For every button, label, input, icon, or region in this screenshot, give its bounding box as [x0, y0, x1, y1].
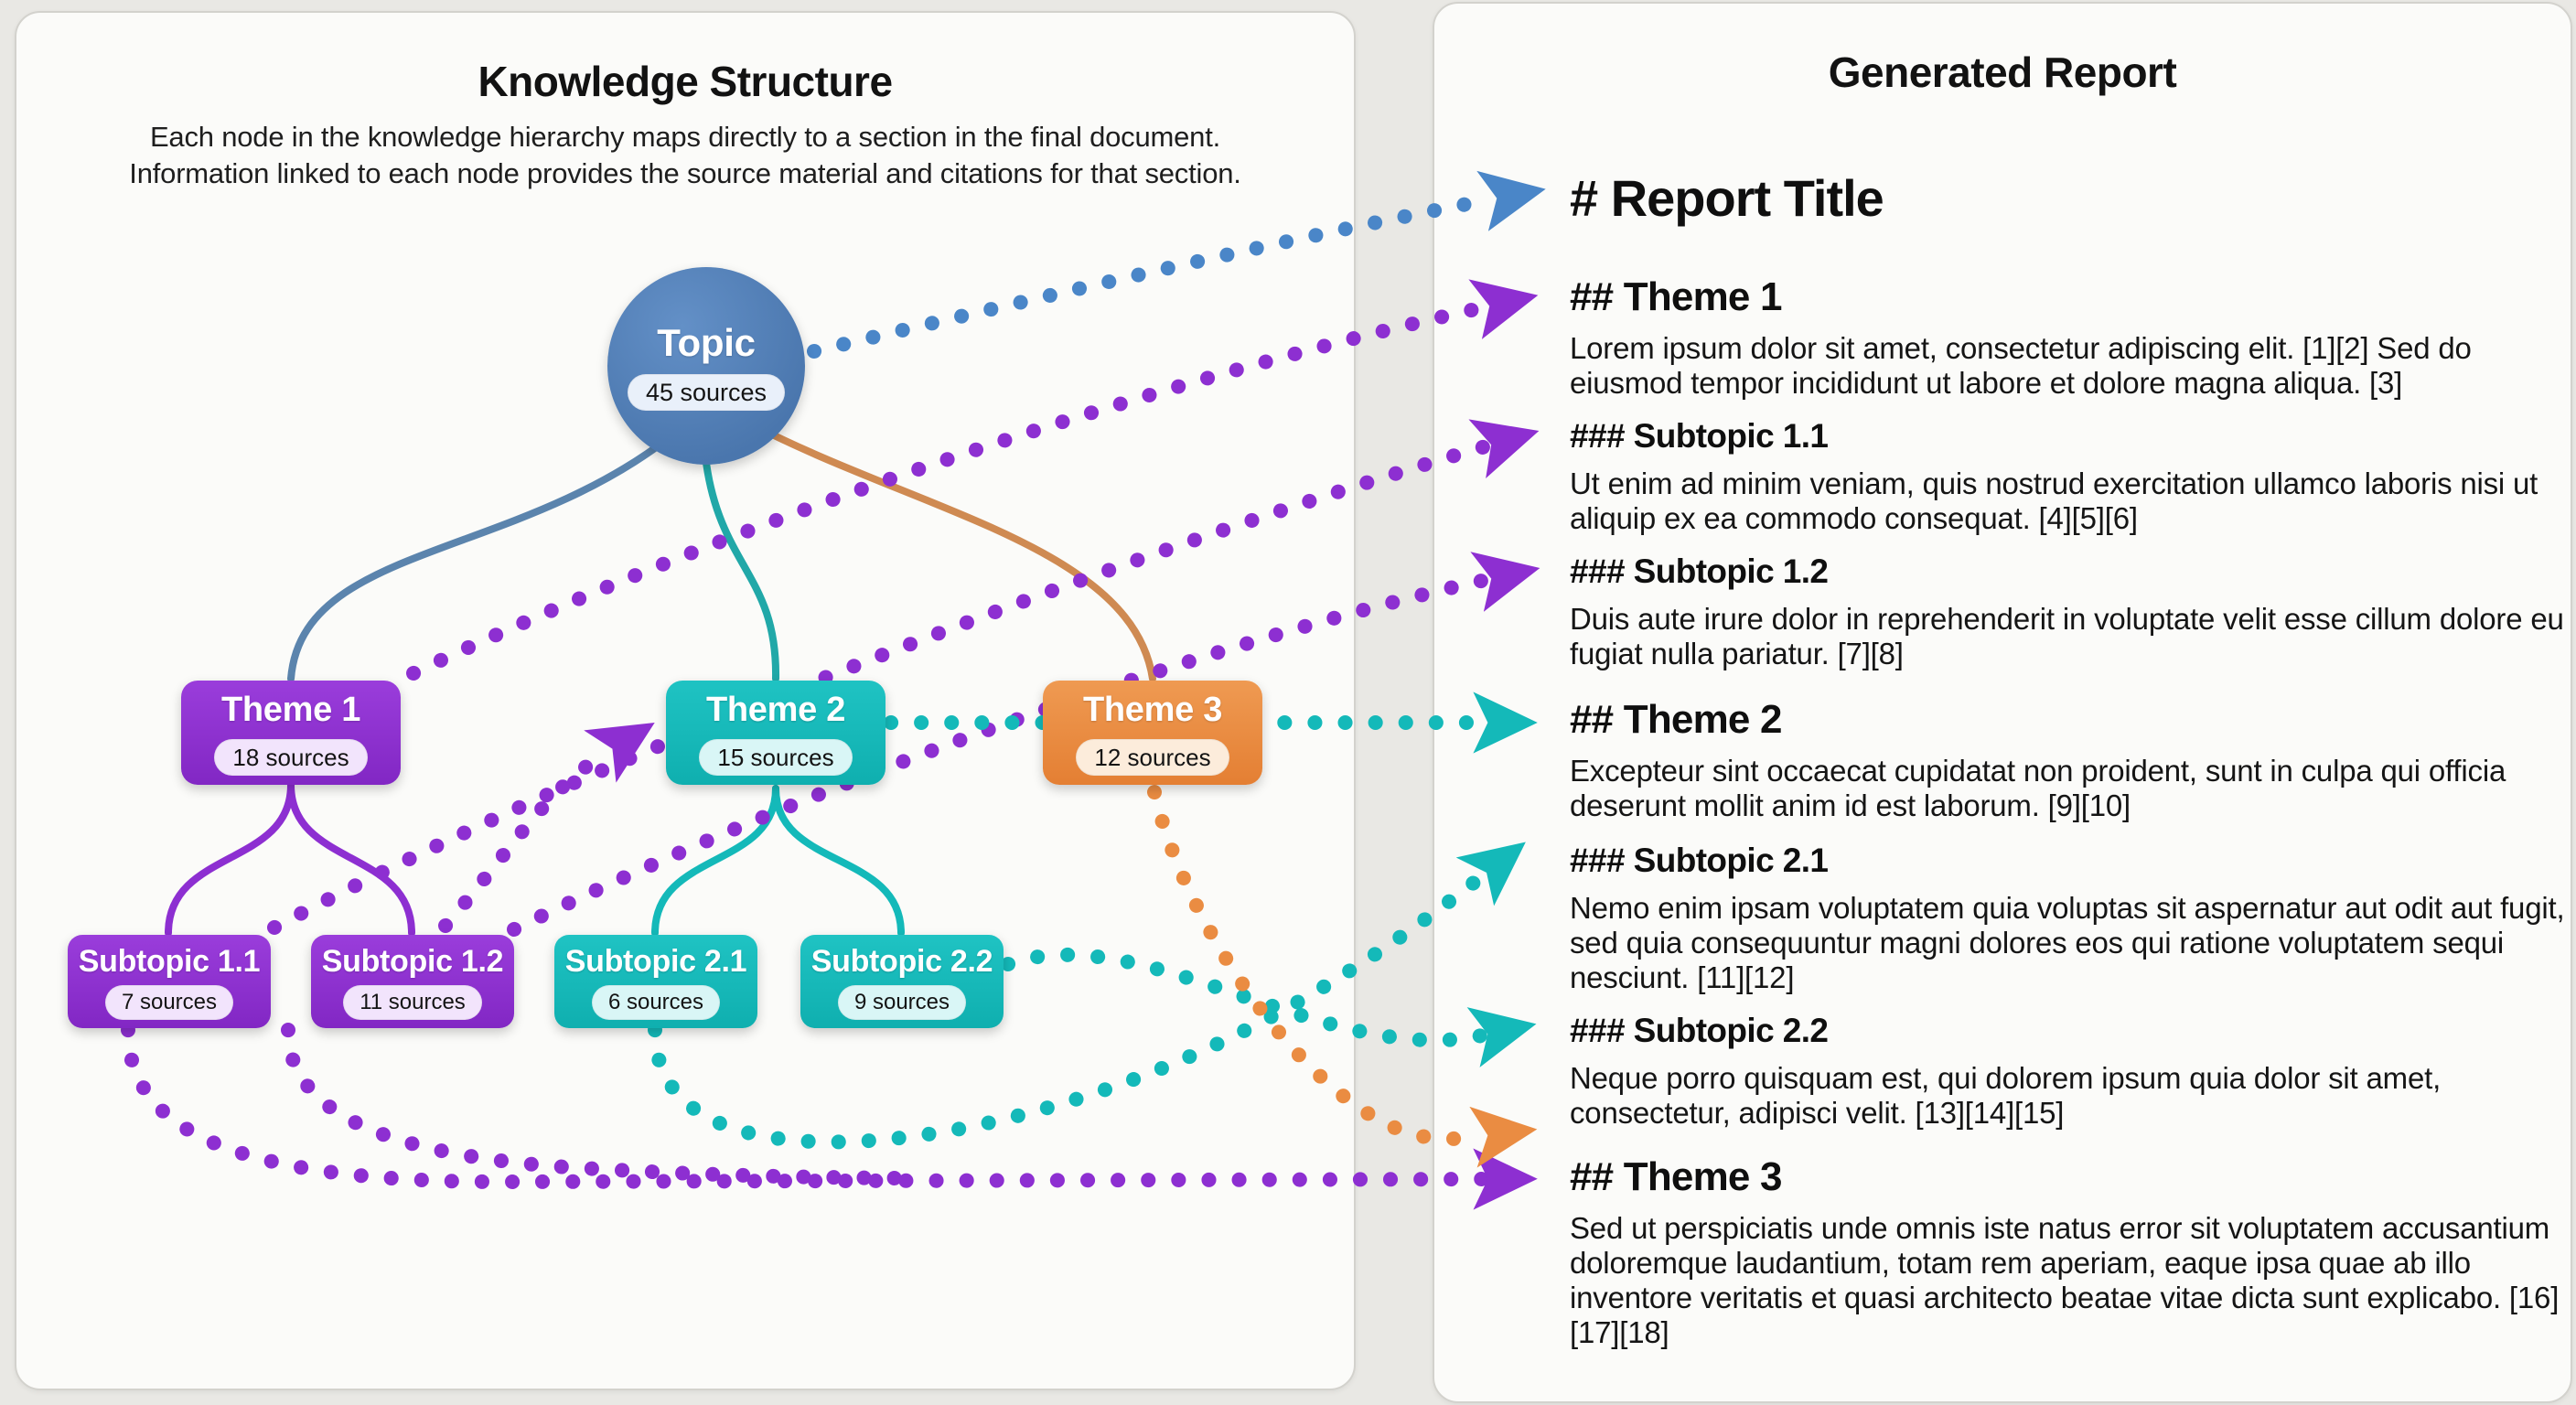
report-section-theme3: ## Theme 3 Sed ut perspiciatis unde omni… — [1570, 1154, 2576, 1350]
node-topic-label: Topic — [657, 321, 756, 364]
left-panel-title: Knowledge Structure — [478, 58, 893, 105]
md-body-theme3: Sed ut perspiciatis unde omnis iste natu… — [1570, 1211, 2560, 1349]
node-theme3-label: Theme 3 — [1082, 690, 1223, 729]
node-subtopic11-label: Subtopic 1.1 — [78, 943, 261, 979]
node-topic: Topic 45 sources — [607, 267, 805, 465]
md-heading-theme2: ## Theme 2 — [1570, 697, 1782, 742]
node-theme2-label: Theme 2 — [705, 690, 846, 729]
md-body-theme2: Excepteur sint occaecat cupidatat non pr… — [1570, 754, 2506, 822]
report-section-subtopic22: ### Subtopic 2.2 Neque porro quisquam es… — [1570, 1012, 2576, 1131]
node-subtopic11: Subtopic 1.1 7 sources — [68, 935, 271, 1028]
left-panel-subtitle: Each node in the knowledge hierarchy map… — [129, 121, 1241, 189]
report-section-theme2: ## Theme 2 Excepteur sint occaecat cupid… — [1570, 697, 2576, 823]
report-section-theme1: ## Theme 1 Lorem ipsum dolor sit amet, c… — [1570, 274, 2576, 401]
node-subtopic22-label: Subtopic 2.2 — [810, 943, 993, 979]
node-theme1: Theme 1 18 sources — [181, 681, 401, 785]
node-theme2-badge: 15 sources — [699, 738, 853, 776]
node-subtopic21-badge: 6 sources — [591, 984, 721, 1020]
report-section-subtopic21: ### Subtopic 2.1 Nemo enim ipsam volupta… — [1570, 842, 2576, 995]
generated-report-panel: Generated Report # Report Title ## Theme… — [1433, 2, 2572, 1403]
node-subtopic11-badge: 7 sources — [104, 984, 234, 1020]
node-subtopic22: Subtopic 2.2 9 sources — [800, 935, 1004, 1028]
node-subtopic22-badge: 9 sources — [837, 984, 967, 1020]
node-subtopic12-badge: 11 sources — [343, 984, 482, 1020]
md-heading-subtopic21: ### Subtopic 2.1 — [1570, 842, 1829, 879]
md-heading-theme1: ## Theme 1 — [1570, 274, 1782, 319]
node-theme3: Theme 3 12 sources — [1043, 681, 1262, 785]
node-subtopic21-label: Subtopic 2.1 — [564, 943, 747, 979]
node-topic-badge: 45 sources — [627, 374, 786, 411]
node-subtopic12-label: Subtopic 1.2 — [321, 943, 504, 979]
md-heading-subtopic22: ### Subtopic 2.2 — [1570, 1012, 1829, 1049]
node-theme2: Theme 2 15 sources — [666, 681, 886, 785]
right-panel-title: Generated Report — [1828, 48, 2177, 96]
node-theme1-label: Theme 1 — [220, 690, 361, 729]
md-heading-subtopic11: ### Subtopic 1.1 — [1570, 417, 1829, 455]
md-body-subtopic22: Neque porro quisquam est, qui dolorem ip… — [1570, 1061, 2442, 1130]
node-subtopic21: Subtopic 2.1 6 sources — [554, 935, 757, 1028]
md-heading-subtopic12: ### Subtopic 1.2 — [1570, 552, 1829, 590]
md-body-subtopic12: Duis aute irure dolor in reprehenderit i… — [1570, 602, 2564, 670]
node-subtopic12: Subtopic 1.2 11 sources — [311, 935, 514, 1028]
md-heading-theme3: ## Theme 3 — [1570, 1154, 1782, 1199]
md-heading-report-title: # Report Title — [1570, 169, 1884, 227]
md-body-theme1: Lorem ipsum dolor sit amet, consectetur … — [1570, 331, 2472, 400]
report-section-subtopic12: ### Subtopic 1.2 Duis aute irure dolor i… — [1570, 552, 2576, 671]
md-body-subtopic21: Nemo enim ipsam voluptatem quia voluptas… — [1570, 891, 2565, 994]
md-body-subtopic11: Ut enim ad minim veniam, quis nostrud ex… — [1570, 467, 2538, 535]
node-theme1-badge: 18 sources — [214, 738, 368, 776]
report-section-title: # Report Title — [1570, 168, 2576, 228]
node-theme3-badge: 12 sources — [1076, 738, 1229, 776]
report-section-subtopic11: ### Subtopic 1.1 Ut enim ad minim veniam… — [1570, 417, 2576, 536]
